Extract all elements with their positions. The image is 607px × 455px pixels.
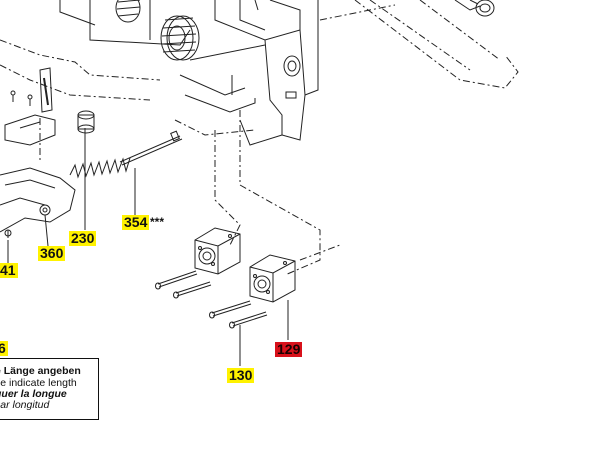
leader-lines — [7, 128, 289, 366]
note-line-spanish: car longitud — [0, 399, 50, 411]
callout-6[interactable]: 6 — [0, 341, 8, 356]
callout-354-suffix: *** — [150, 215, 165, 229]
lever-body-icon — [0, 167, 76, 238]
note-line-german: e Länge angeben — [0, 365, 81, 377]
bracket-icon — [4, 90, 56, 146]
callout-129[interactable]: 129 — [275, 341, 303, 357]
callout-230[interactable]: 230 — [69, 230, 97, 246]
callout-41[interactable]: 41 — [0, 262, 18, 278]
note-line-english: se indicate length — [0, 377, 77, 389]
manifold-block-icon — [194, 227, 241, 275]
label-tag-icon — [39, 67, 53, 113]
spring-icon — [115, 0, 200, 61]
small-spring-icon — [69, 157, 131, 179]
callout-360[interactable]: 360 — [38, 245, 66, 261]
manifold-block-icon-2 — [249, 254, 296, 303]
rod-icon — [119, 130, 183, 166]
callout-354[interactable]: 354 — [122, 214, 150, 230]
dashed-assembly-lines — [0, 0, 519, 276]
screw-icon — [155, 270, 268, 329]
callout-130[interactable]: 130 — [227, 367, 255, 383]
fitting-icon — [454, 0, 495, 17]
roller-icon — [77, 110, 95, 134]
length-note-box: e Länge angeben se indicate length quer … — [0, 358, 99, 420]
note-line-french: quer la longue — [0, 388, 67, 400]
housing-frame-icon — [59, 0, 319, 146]
